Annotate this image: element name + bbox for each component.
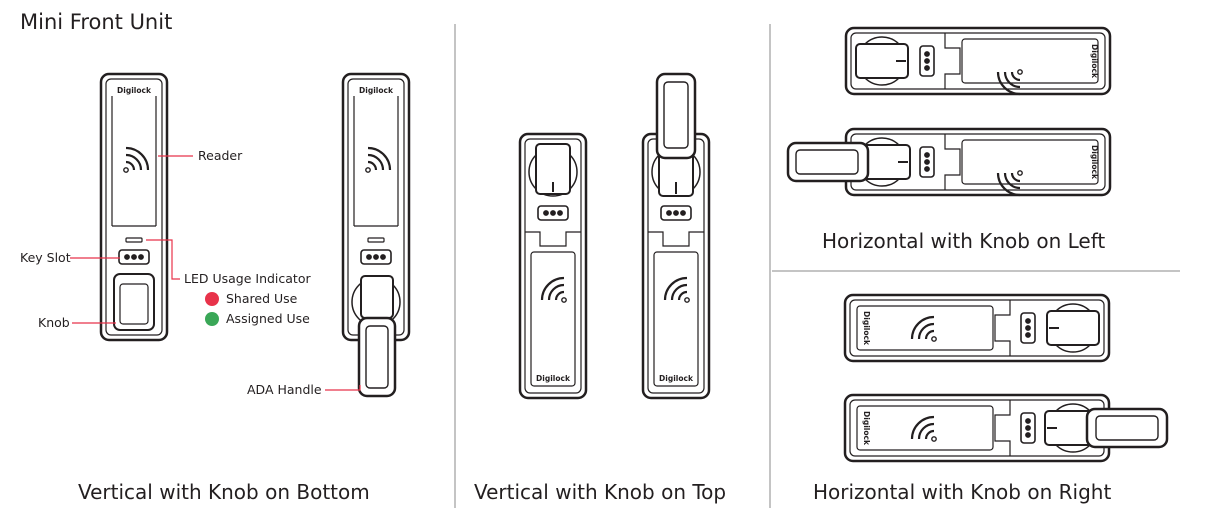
callout-key-slot: Key Slot xyxy=(20,250,71,265)
lock-unit-vertical-knob-top-handle xyxy=(641,72,711,400)
caption-vertical-knob-bottom: Vertical with Knob on Bottom xyxy=(78,480,370,504)
wireless-reader-icon xyxy=(364,146,392,174)
brand-label: Digilock xyxy=(1090,145,1099,180)
divider-lines xyxy=(454,24,1180,508)
lock-unit-horizontal-knob-left-handle xyxy=(786,127,1112,197)
callout-knob: Knob xyxy=(38,315,70,330)
lock-unit-vertical-knob-bottom xyxy=(99,72,169,342)
callout-ada-handle: ADA Handle xyxy=(247,382,322,397)
brand-label: Digilock xyxy=(862,311,871,346)
brand-label: Digilock xyxy=(359,86,394,95)
lock-unit-horizontal-knob-right-handle xyxy=(843,393,1169,463)
callout-led-indicator: LED Usage Indicator xyxy=(184,271,311,286)
wireless-reader-icon xyxy=(122,146,150,174)
legend-shared-use: Shared Use xyxy=(226,291,298,306)
lock-unit-horizontal-knob-left xyxy=(844,26,1112,96)
brand-label: Digilock xyxy=(1090,44,1099,79)
lock-unit-horizontal-knob-right xyxy=(843,293,1111,363)
brand-label: Digilock xyxy=(117,86,152,95)
lock-unit-vertical-knob-top xyxy=(518,132,588,400)
caption-horizontal-knob-left: Horizontal with Knob on Left xyxy=(822,229,1106,253)
page-title: Mini Front Unit xyxy=(20,10,173,34)
lock-unit-vertical-ada-handle xyxy=(341,72,411,398)
legend-assigned-use: Assigned Use xyxy=(226,311,310,326)
shared-use-dot xyxy=(205,292,219,306)
callout-reader: Reader xyxy=(198,148,243,163)
brand-label: Digilock xyxy=(659,374,694,383)
caption-horizontal-knob-right: Horizontal with Knob on Right xyxy=(813,480,1112,504)
brand-label: Digilock xyxy=(862,411,871,446)
brand-label: Digilock xyxy=(536,374,571,383)
callout-lines xyxy=(70,155,361,391)
assigned-use-dot xyxy=(205,312,219,326)
caption-vertical-knob-top: Vertical with Knob on Top xyxy=(474,480,727,504)
